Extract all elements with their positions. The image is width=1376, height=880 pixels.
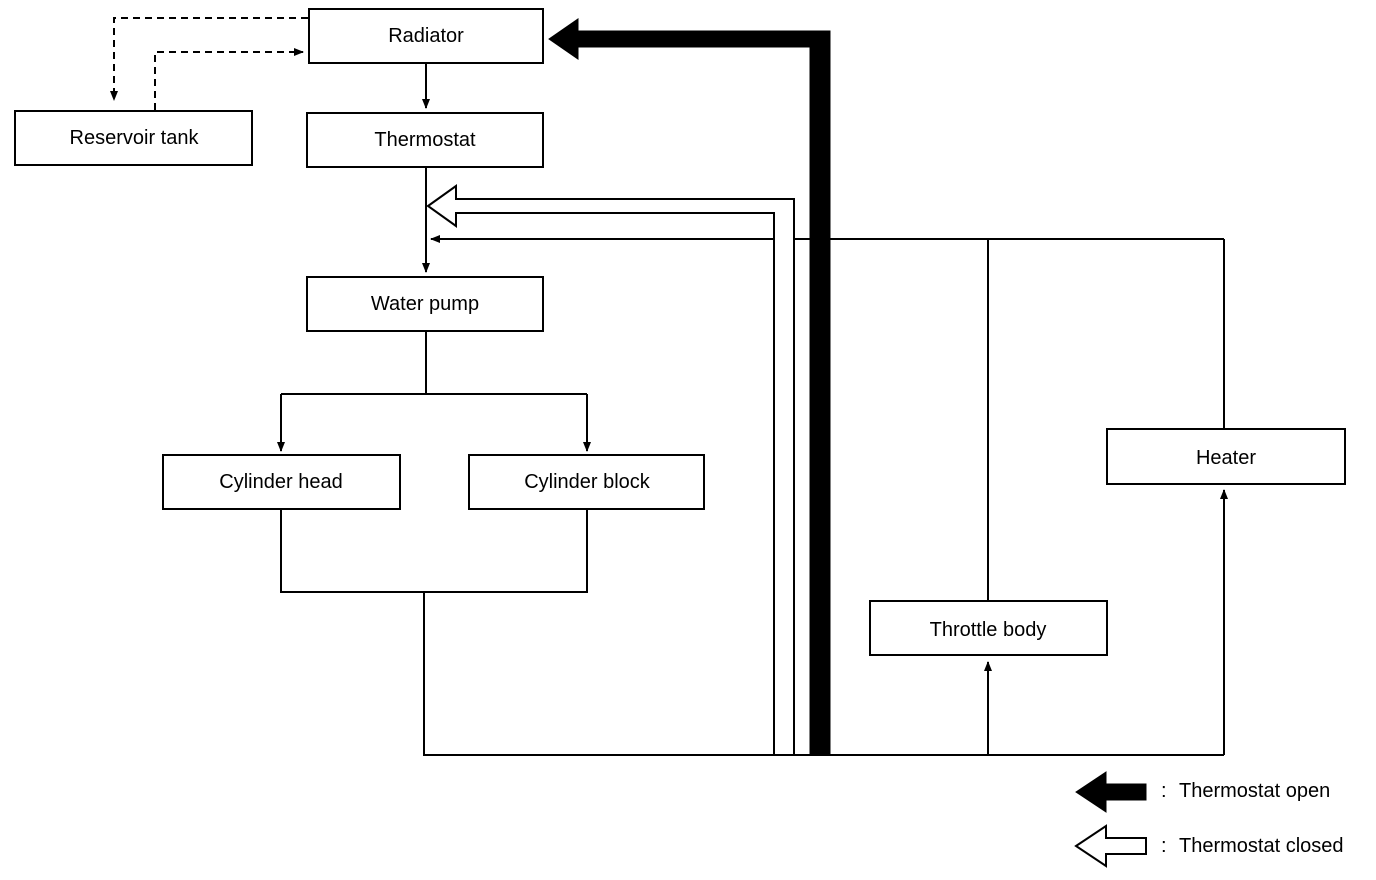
throttle-body-label: Throttle body [930, 619, 1047, 641]
radiator-solid-arrow [548, 18, 831, 756]
water-pump-label: Water pump [371, 293, 479, 315]
legend-hollow-arrow-icon [1074, 824, 1147, 868]
radiator-box: Radiator [308, 8, 544, 64]
reservoir-tank-box: Reservoir tank [14, 110, 253, 166]
cylinder-block-label: Cylinder block [524, 471, 651, 493]
legend-closed-label: Thermostat closed [1179, 835, 1344, 857]
reservoir-to-radiator-dashed [154, 48, 304, 110]
legend: : Thermostat open : Thermostat closed [1074, 771, 1344, 868]
heater-label: Heater [1196, 447, 1256, 469]
water-pump-box: Water pump [306, 276, 544, 332]
reservoir-tank-label: Reservoir tank [70, 127, 200, 149]
heater-box: Heater [1106, 428, 1346, 485]
thermostat-box: Thermostat [306, 112, 544, 168]
legend-closed-separator: : [1161, 835, 1167, 857]
legend-solid-arrow-icon [1075, 771, 1147, 813]
legend-open-label: Thermostat open [1179, 780, 1330, 802]
cylinder-head-label: Cylinder head [219, 471, 342, 493]
legend-open-separator: : [1161, 780, 1167, 802]
top-return-line [793, 238, 1224, 755]
thermostat-label: Thermostat [374, 129, 476, 151]
radiator-label: Radiator [388, 25, 464, 47]
cylinders-merge-line [280, 509, 588, 593]
cylinder-block-box: Cylinder block [468, 454, 705, 510]
bottom-return-line [423, 592, 1224, 756]
pump-split-line [281, 331, 587, 395]
radiator-to-reservoir-dashed [110, 17, 308, 101]
cylinder-head-box: Cylinder head [162, 454, 401, 510]
throttle-body-box: Throttle body [869, 600, 1108, 656]
bypass-hollow-arrow [426, 184, 795, 756]
